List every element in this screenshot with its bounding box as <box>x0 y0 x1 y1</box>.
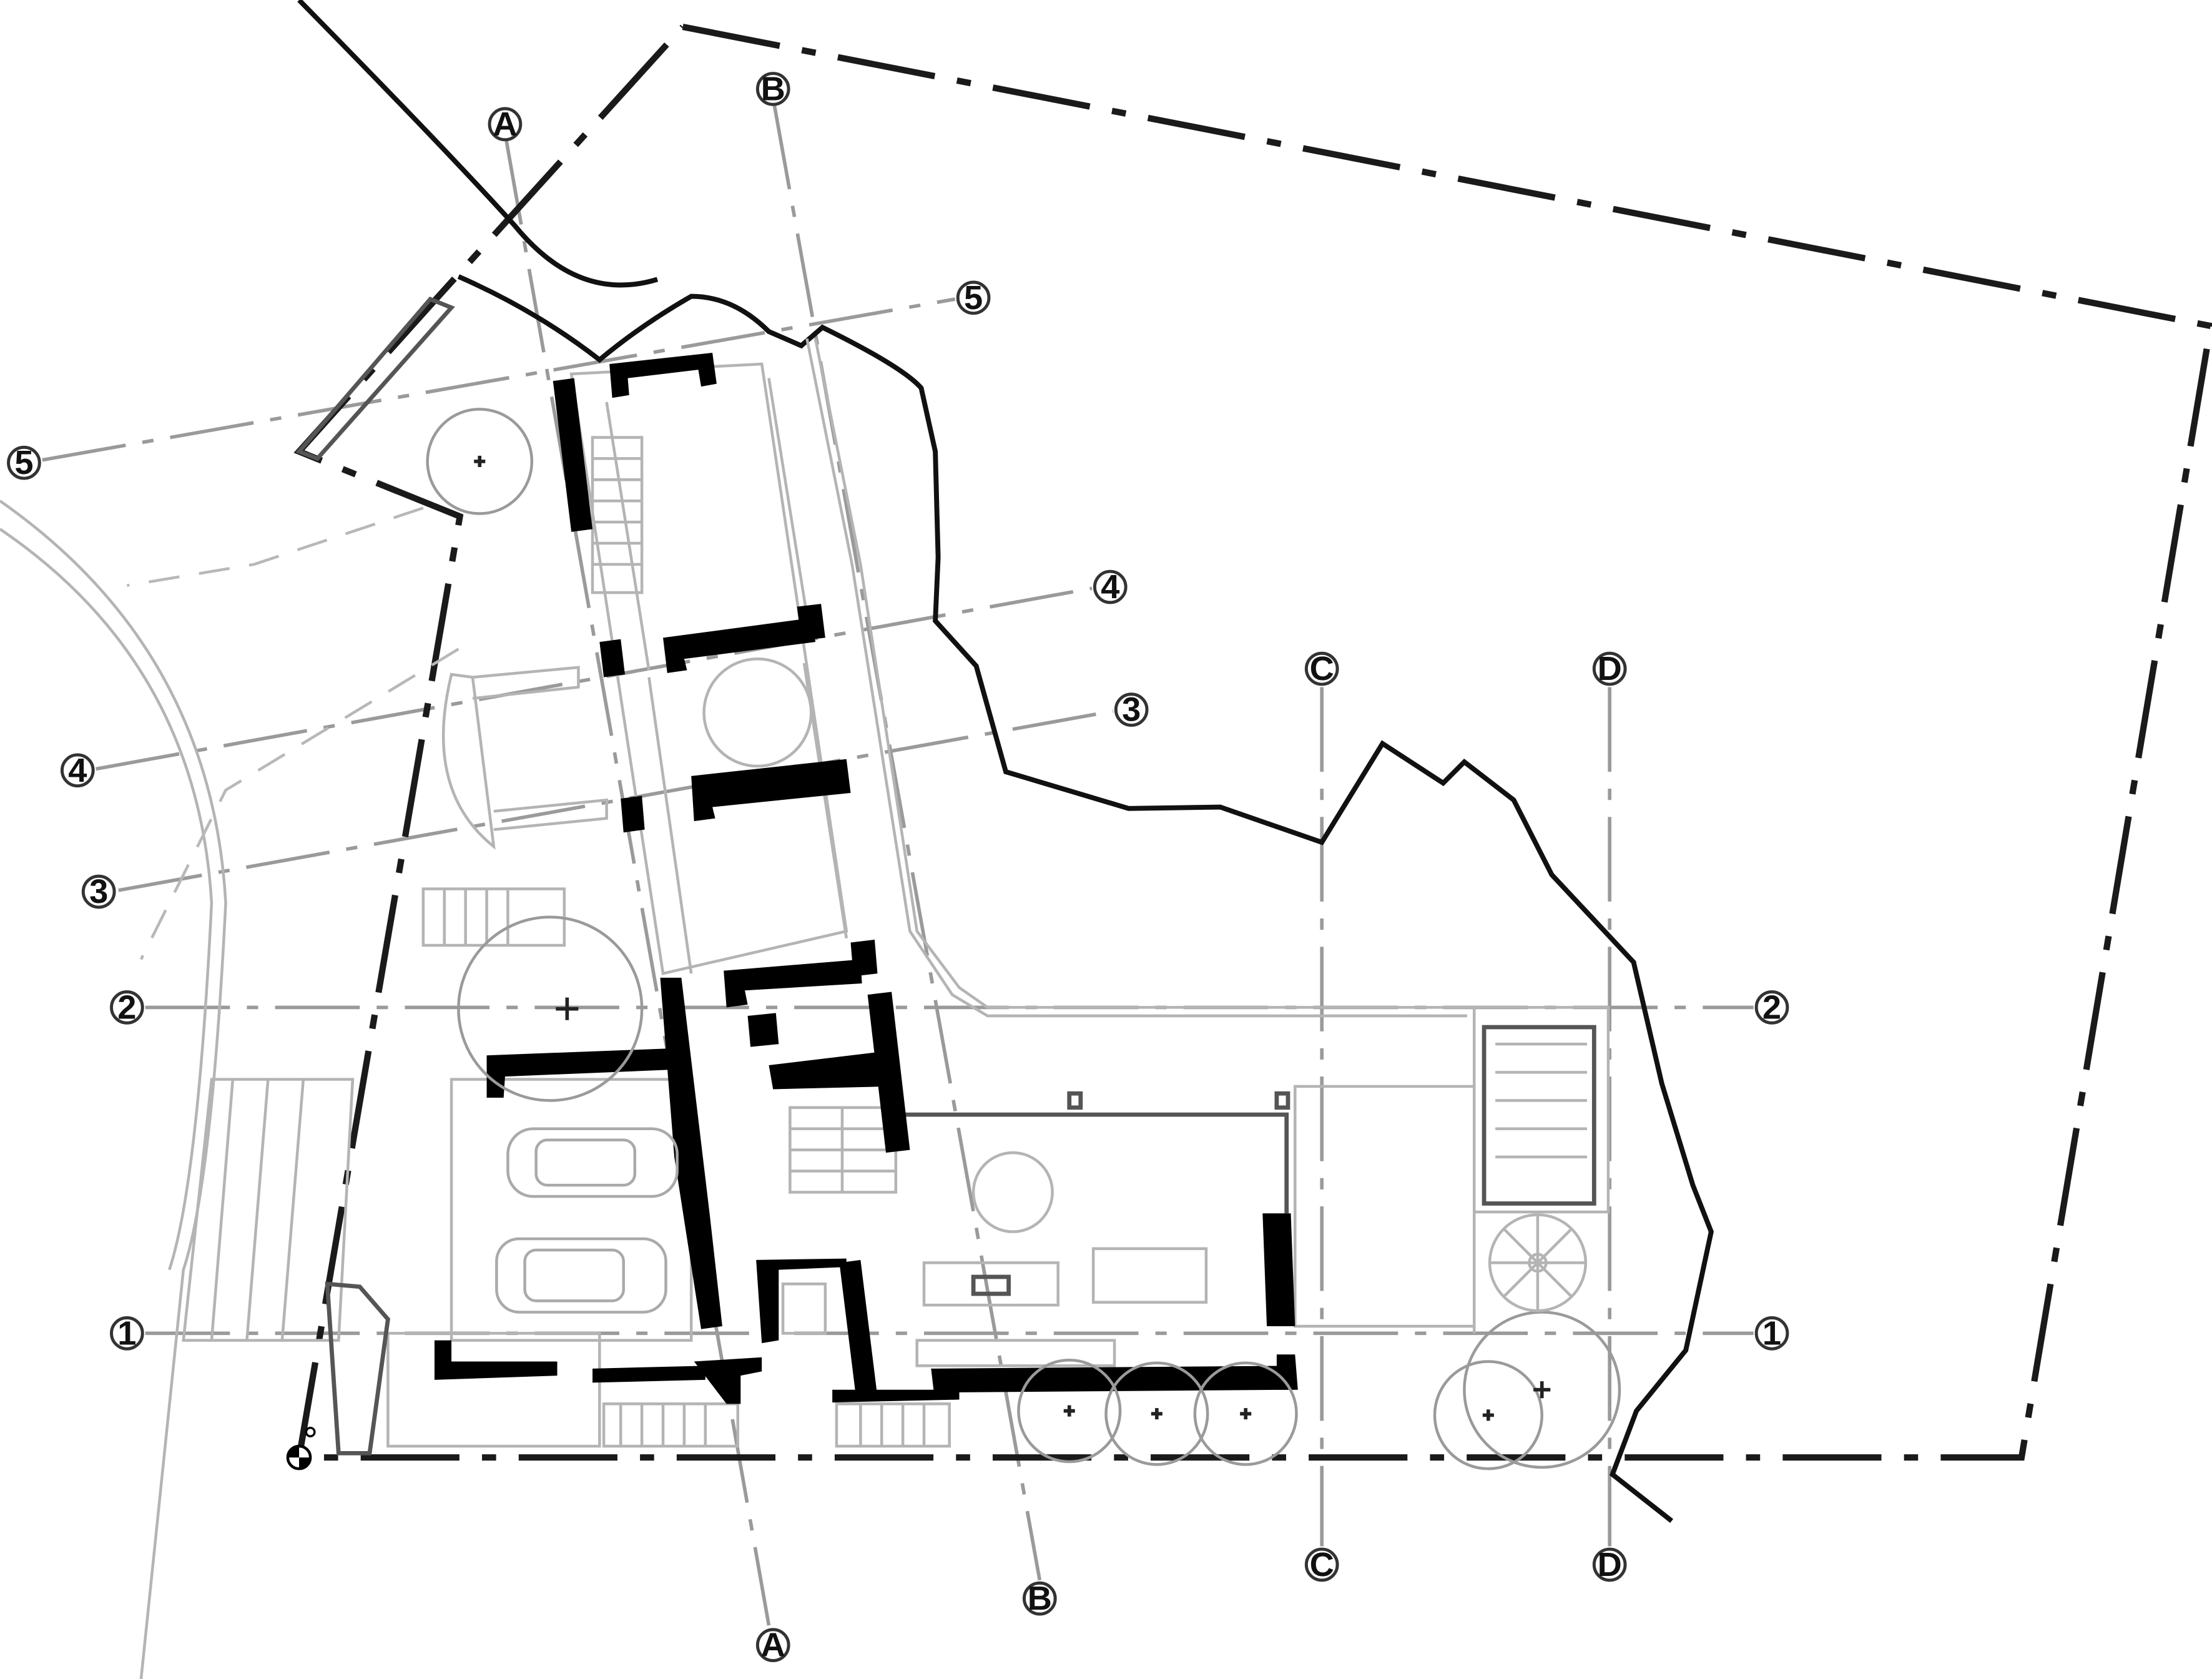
road-edge-inner <box>0 528 214 1271</box>
grid-bubble-a-bottom: A <box>755 1627 790 1664</box>
svg-text:C: C <box>1310 1546 1334 1583</box>
pool-deck <box>1472 1006 1610 1214</box>
south-steps <box>835 1402 951 1448</box>
grid-line-4 <box>96 586 1093 771</box>
grid-bubble-d-top: D <box>1592 650 1627 687</box>
east-terrace-edge-2 <box>805 338 1467 1018</box>
entry-steps <box>602 1402 740 1448</box>
path-west <box>139 647 460 960</box>
contour-east <box>457 274 1714 1523</box>
grid-bubble-b-top: B <box>755 70 790 107</box>
grid-bubble-c-top: C <box>1304 650 1339 687</box>
car-bottom <box>495 1237 667 1314</box>
svg-text:3: 3 <box>89 873 108 910</box>
grid-bubble-4-left: 4 <box>60 752 95 789</box>
grid-line-b <box>772 106 1042 1581</box>
svg-text:A: A <box>761 1627 785 1664</box>
grid-bubble-5-right: 5 <box>956 279 991 317</box>
grid-bubble-1-right: 1 <box>1754 1314 1789 1352</box>
spiral-stair-icon <box>1488 1213 1588 1312</box>
grid-bubble-b-bottom: B <box>1022 1580 1057 1617</box>
svg-text:D: D <box>1598 1546 1622 1583</box>
east-terrace-edge <box>814 338 1476 1334</box>
svg-text:B: B <box>761 70 785 107</box>
driveway <box>182 1078 355 1342</box>
north-arrow-icon <box>286 1427 316 1470</box>
building-interior-lines <box>450 362 1290 1367</box>
grid-bubble-a-top: A <box>488 106 523 143</box>
retaining-wall-sw <box>325 1281 390 1455</box>
svg-text:2: 2 <box>117 988 136 1026</box>
svg-text:3: 3 <box>1122 691 1141 729</box>
lift <box>781 1283 827 1335</box>
svg-text:1: 1 <box>117 1314 136 1352</box>
grid-bubble-d-bottom: D <box>1592 1546 1627 1583</box>
grid-bubble-2-left: 2 <box>110 988 144 1026</box>
svg-text:B: B <box>1028 1580 1052 1617</box>
svg-text:5: 5 <box>14 444 33 481</box>
grid-bubble-2-right: 2 <box>1754 988 1789 1026</box>
svg-text:D: D <box>1598 650 1622 687</box>
grid-line-3 <box>118 709 1114 892</box>
grid-line-a <box>504 140 771 1626</box>
property-boundary <box>293 24 2212 1461</box>
svg-text:A: A <box>493 106 517 143</box>
car-top <box>506 1127 679 1198</box>
terrain-contours <box>0 0 1714 1679</box>
bench <box>915 1339 1116 1367</box>
dining-table <box>971 1151 1054 1233</box>
contour-north <box>297 0 659 288</box>
column-2 <box>1274 1091 1290 1110</box>
grid-bubble-3-left: 3 <box>81 873 116 910</box>
grid-bubble-3-right: 3 <box>1114 691 1149 729</box>
road-edge-outer <box>0 500 227 1679</box>
car-icon <box>495 1127 679 1314</box>
svg-text:C: C <box>1310 650 1334 687</box>
kitchen-island <box>922 1261 1059 1307</box>
grid-line-5 <box>42 297 956 462</box>
grid-bubble-5-left: 5 <box>7 444 41 481</box>
tree-canopy-icon <box>426 408 1621 1470</box>
west-forecourt <box>386 1332 601 1448</box>
pool <box>1482 1025 1596 1206</box>
glazing-line <box>903 1112 1289 1214</box>
lawn-terrace <box>1294 1085 1476 1328</box>
column-1 <box>1067 1091 1083 1110</box>
courtyard-circle <box>702 657 813 768</box>
svg-text:5: 5 <box>964 279 983 317</box>
svg-text:1: 1 <box>1762 1314 1781 1352</box>
grid-bubble-1-left: 1 <box>110 1314 144 1352</box>
svg-text:4: 4 <box>68 752 87 789</box>
canopy-nw <box>295 297 455 461</box>
path-north <box>126 506 424 588</box>
svg-text:4: 4 <box>1101 568 1119 606</box>
svg-text:2: 2 <box>1762 988 1781 1026</box>
bridge-lower <box>493 798 608 831</box>
building-walls <box>434 352 1298 1404</box>
grid-bubble-c-bottom: C <box>1304 1546 1339 1583</box>
sofa <box>1091 1247 1208 1304</box>
north-stair <box>591 436 644 594</box>
bridge-upper <box>472 666 580 700</box>
grid-bubble-4-right: 4 <box>1093 568 1128 606</box>
landing-shape <box>441 672 496 850</box>
site-paving <box>126 297 1610 1455</box>
island-sink <box>971 1274 1011 1296</box>
